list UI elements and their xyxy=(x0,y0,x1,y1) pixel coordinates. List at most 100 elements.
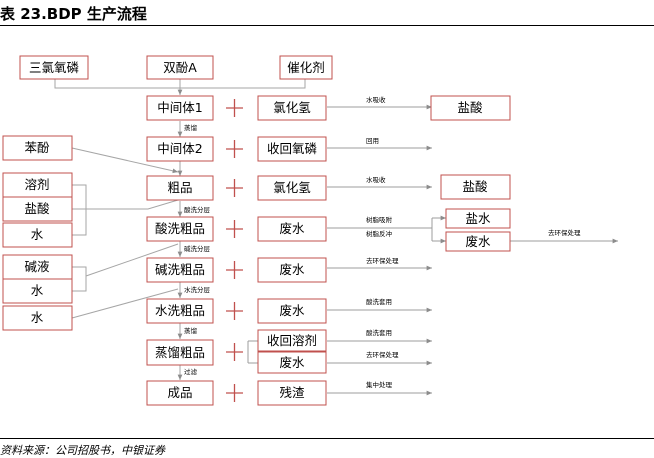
label-resin-adsorb: 树脂吸附 xyxy=(366,215,393,224)
plus-sign xyxy=(226,261,243,279)
label-acid-wash-reuse-1: 酸洗套用 xyxy=(366,297,392,306)
label-reuse: 回用 xyxy=(366,137,379,145)
node-box xyxy=(2,305,73,331)
node-hcl-2: 氯化氢 xyxy=(273,180,311,195)
node-alkali-washed-crude: 碱洗粗品 xyxy=(155,262,205,277)
node-box xyxy=(257,298,327,324)
node-box xyxy=(146,380,214,406)
node-water-3: 水 xyxy=(31,310,44,325)
node-wastewater-3: 废水 xyxy=(279,303,305,318)
alkali-input-line xyxy=(85,243,179,277)
label-alkali-wash-separation: 碱洗分层 xyxy=(184,244,211,253)
plus-sign xyxy=(226,140,243,158)
node-crude: 粗品 xyxy=(167,180,192,195)
label-acid-wash-separation: 酸洗分层 xyxy=(184,205,211,214)
node-intermediate-2: 中间体2 xyxy=(157,141,202,156)
node-box xyxy=(146,136,214,162)
node-recovered-solvent: 收回溶剂 xyxy=(267,333,317,348)
node-hydrochloric-acid-1: 盐酸 xyxy=(457,100,483,115)
label-distill-2: 蒸馏 xyxy=(184,326,198,335)
node-water-2: 水 xyxy=(31,283,44,298)
plus-sign xyxy=(226,343,243,361)
node-box xyxy=(146,257,214,283)
node-bisphenol-a: 双酚A xyxy=(163,60,197,75)
label-env-treatment-1: 去环保处理 xyxy=(366,256,399,265)
node-box xyxy=(257,380,327,406)
label-filter: 过滤 xyxy=(184,367,198,376)
node-wastewater-right: 废水 xyxy=(465,234,491,249)
node-box xyxy=(257,136,327,162)
plus-sign xyxy=(226,220,243,238)
node-box xyxy=(257,351,327,374)
node-box xyxy=(440,174,511,200)
label-acid-wash-reuse-2: 酸洗套用 xyxy=(366,328,392,337)
node-box xyxy=(257,175,327,201)
node-box xyxy=(2,196,73,222)
label-water-wash-separation: 水洗分层 xyxy=(184,285,211,294)
plus-sign xyxy=(226,302,243,320)
plus-signs xyxy=(226,99,243,402)
plus-sign xyxy=(226,99,243,117)
source-rule xyxy=(0,438,654,439)
node-box xyxy=(146,339,214,366)
node-wastewater-1: 废水 xyxy=(279,221,305,236)
label-env-treatment-2: 去环保处理 xyxy=(366,350,399,359)
node-acid-washed-crude: 酸洗粗品 xyxy=(155,221,205,236)
node-box xyxy=(146,298,214,324)
plus-sign xyxy=(226,179,243,197)
source-note: 资料来源：公司招股书，中银证券 xyxy=(0,444,165,457)
node-solvent: 溶剂 xyxy=(24,177,49,192)
node-box xyxy=(430,95,511,121)
node-water-washed-crude: 水洗粗品 xyxy=(155,303,205,318)
node-box xyxy=(2,278,73,304)
label-distill-1: 蒸馏 xyxy=(184,123,198,132)
process-labels: 蒸馏 酸洗分层 碱洗分层 水洗分层 蒸馏 过滤 水吸收 回用 水吸收 树脂吸附 … xyxy=(184,95,581,389)
node-recovered-pocl3: 收回氧磷 xyxy=(267,141,318,156)
node-box xyxy=(445,208,511,229)
node-labels: 三氯氧磷 双酚A 催化剂 中间体1 氯化氢 盐酸 苯酚 中间体2 收回氧磷 溶剂… xyxy=(24,60,491,400)
water-input-line xyxy=(71,288,179,319)
label-water-absorb-2: 水吸收 xyxy=(366,175,386,184)
alkali-input-bracket xyxy=(72,266,87,292)
node-wastewater-4: 废水 xyxy=(279,355,305,370)
node-intermediate-1: 中间体1 xyxy=(157,100,202,115)
node-alkali: 碱液 xyxy=(24,259,50,274)
node-box xyxy=(257,257,327,283)
node-water-1: 水 xyxy=(31,227,44,242)
label-resin-backwash: 树脂反冲 xyxy=(366,229,393,238)
node-box xyxy=(146,55,214,80)
node-box xyxy=(257,95,327,121)
figure-title: 表 23.BDP 生产流程 xyxy=(0,5,147,23)
node-wastewater-2: 废水 xyxy=(279,262,305,277)
node-box xyxy=(257,329,327,352)
node-box xyxy=(19,55,89,80)
plus-sign xyxy=(226,384,243,402)
label-env-treatment-right: 去环保处理 xyxy=(548,228,581,237)
phenol-arrow xyxy=(71,147,179,174)
node-box xyxy=(2,222,73,248)
boxes xyxy=(2,55,511,406)
node-box xyxy=(146,216,214,242)
node-sanlvyanglin: 三氯氧磷 xyxy=(29,60,80,75)
node-box xyxy=(2,135,73,161)
node-box xyxy=(257,216,327,242)
acid-input-line xyxy=(86,199,179,210)
node-catalyst: 催化剂 xyxy=(287,60,325,75)
node-box xyxy=(445,231,511,252)
node-box xyxy=(146,95,214,121)
node-hydrochloric-acid-input: 盐酸 xyxy=(24,201,50,216)
acid-input-bracket xyxy=(72,184,87,236)
node-distilled-crude: 蒸馏粗品 xyxy=(155,345,205,360)
node-box xyxy=(279,55,333,80)
node-brine: 盐水 xyxy=(465,211,491,226)
node-residue: 残渣 xyxy=(279,385,305,400)
title-rule xyxy=(0,25,654,26)
node-hydrochloric-acid-2: 盐酸 xyxy=(462,179,488,194)
label-central-treatment: 集中处理 xyxy=(366,380,393,389)
node-box xyxy=(146,175,214,201)
node-phenol: 苯酚 xyxy=(24,140,50,155)
connectors xyxy=(54,79,618,396)
node-hcl-1: 氯化氢 xyxy=(273,100,311,115)
label-water-absorb-1: 水吸收 xyxy=(366,95,386,104)
